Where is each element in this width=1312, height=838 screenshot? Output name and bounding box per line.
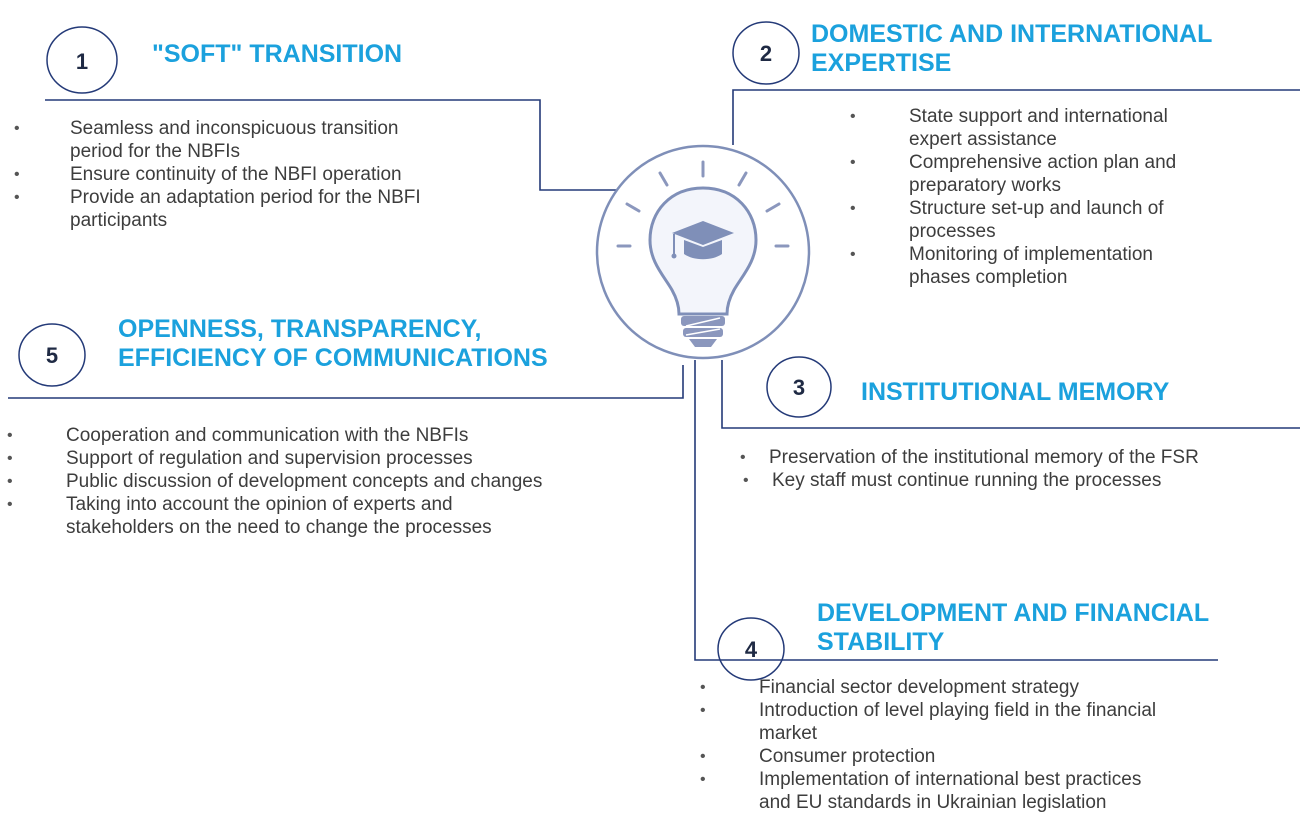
bullet-icon: • (700, 748, 706, 765)
list-item: • Provide an adaptation period for the N… (14, 187, 421, 231)
bullet-icon: • (700, 702, 706, 719)
list-item: • Cooperation and communication with the… (7, 425, 469, 446)
bullet-icon: • (740, 449, 746, 466)
section-3-bullets: • Preservation of the institutional memo… (740, 446, 1310, 492)
title-line: DEVELOPMENT AND FINANCIAL (817, 599, 1210, 627)
bullet-icon: • (743, 472, 749, 489)
list-item: • Implementation of international best p… (700, 769, 1142, 813)
title-line: EXPERTISE (811, 49, 952, 77)
title-line: OPENNESS, TRANSPARENCY, (118, 315, 482, 343)
section-1-number: 1 (75, 49, 89, 74)
section-4-number: 4 (744, 637, 758, 662)
title-line: EFFICIENCY OF COMMUNICATIONS (118, 344, 548, 372)
list-item: • Monitoring of implementation phases co… (850, 244, 1153, 288)
number-circle-4 (717, 617, 785, 681)
connector-5 (8, 365, 684, 399)
list-item: • Introduction of level playing field in… (700, 700, 1157, 744)
list-item: • State support and international expert… (850, 106, 1168, 150)
list-item: • Support of regulation and supervision … (7, 448, 473, 469)
bullet-icon: • (700, 771, 706, 788)
list-item: • Key staff must continue running the pr… (743, 470, 1162, 491)
section-1-title: "SOFT" TRANSITION (152, 40, 402, 69)
bullet-icon: • (850, 200, 856, 217)
list-item: • Seamless and inconspicuous transition … (14, 118, 399, 162)
number-circle-3 (766, 356, 832, 418)
title-line: STABILITY (817, 628, 945, 656)
number-circle-1 (46, 26, 118, 94)
bullet-icon: • (850, 108, 856, 125)
list-item: • Consumer protection (700, 746, 936, 767)
section-5-title: OPENNESS, TRANSPARENCY, EFFICIENCY OF CO… (118, 315, 548, 373)
title-line: INSTITUTIONAL MEMORY (861, 378, 1170, 406)
section-2-number: 2 (759, 41, 773, 66)
connector-4 (694, 360, 1218, 661)
section-2-title: DOMESTIC AND INTERNATIONAL EXPERTISE (811, 20, 1212, 78)
connector-1 (45, 99, 618, 191)
section-4-bullets: • Financial sector development strategy … (700, 676, 1300, 814)
section-4-title: DEVELOPMENT AND FINANCIAL STABILITY (817, 599, 1209, 657)
connector-2 (732, 89, 1300, 145)
bullet-icon: • (850, 246, 856, 263)
number-circle-5 (18, 323, 86, 387)
list-item: • Comprehensive action plan and preparat… (850, 152, 1177, 196)
section-5-number: 5 (45, 343, 59, 368)
bullet-icon: • (850, 154, 856, 171)
bullet-icon: • (7, 427, 13, 444)
list-item: • Taking into account the opinion of exp… (7, 494, 492, 538)
bullet-icon: • (7, 496, 13, 513)
title-line: DOMESTIC AND INTERNATIONAL (811, 20, 1213, 48)
list-item: • Preservation of the institutional memo… (740, 447, 1199, 468)
bullet-icon: • (14, 189, 20, 206)
lightbulb-with-graduation-cap-icon (595, 144, 811, 360)
bullet-icon: • (7, 450, 13, 467)
section-5-bullets: • Cooperation and communication with the… (7, 424, 677, 539)
list-item: • Financial sector development strategy (700, 677, 1079, 698)
section-3-number: 3 (792, 375, 806, 400)
list-item: • Ensure continuity of the NBFI operatio… (14, 164, 402, 185)
bullet-icon: • (700, 679, 706, 696)
title-line: "SOFT" TRANSITION (152, 40, 403, 68)
connector-3 (721, 360, 1300, 429)
bullet-icon: • (14, 166, 20, 183)
section-3-title: INSTITUTIONAL MEMORY (861, 378, 1169, 407)
section-1-bullets: • Seamless and inconspicuous transition … (14, 117, 534, 232)
number-circle-2 (732, 21, 800, 85)
bullet-icon: • (14, 120, 20, 137)
list-item: • Public discussion of development conce… (7, 471, 543, 492)
list-item: • Structure set-up and launch of process… (850, 198, 1164, 242)
section-2-bullets: • State support and international expert… (850, 105, 1290, 289)
bullet-icon: • (7, 473, 13, 490)
